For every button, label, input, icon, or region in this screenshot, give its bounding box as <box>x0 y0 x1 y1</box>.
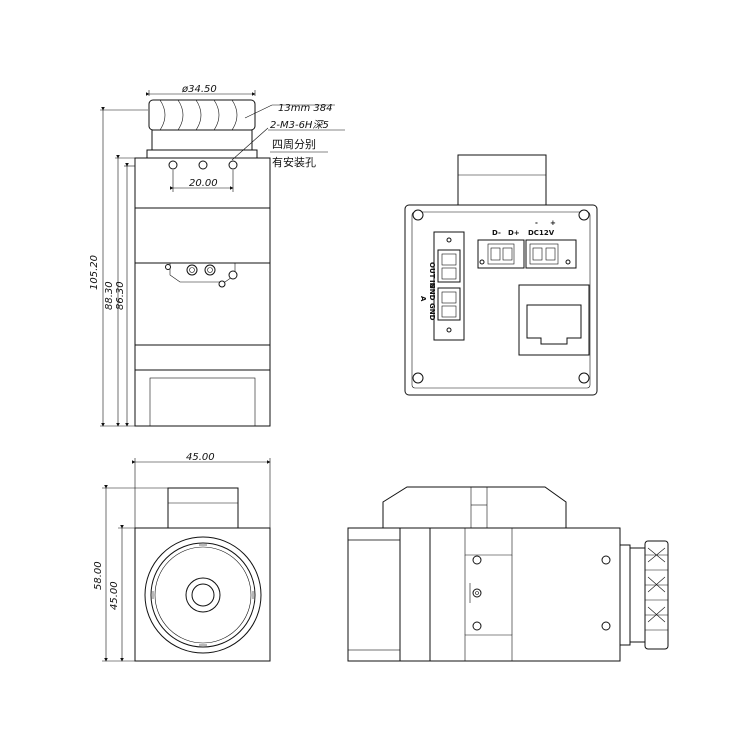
label-a: A <box>419 296 427 302</box>
mount-hole <box>228 160 238 170</box>
label-dc12v: DC12V <box>528 229 555 237</box>
mount-hole <box>168 160 178 170</box>
dim-lens-diameter: ø34.50 <box>181 84 217 95</box>
note-cn-line2: 有安装孔 <box>272 155 316 169</box>
io-connector <box>433 231 465 341</box>
dim-height-3: 86.30 <box>115 281 126 310</box>
side-top-tab <box>382 486 567 529</box>
side-view <box>347 486 669 662</box>
dim-hole-spacing: 20.00 <box>189 178 218 189</box>
note-mount-holes: 2-M3-6H深5 <box>270 119 329 131</box>
mount-hole <box>198 160 208 170</box>
lens-outer <box>150 542 256 648</box>
label-out: OUT <box>428 262 436 279</box>
label-gnd-2: GND <box>428 303 436 321</box>
front-body <box>134 527 271 662</box>
label-d-minus: D- <box>492 229 501 237</box>
side-lens-knurl <box>644 540 669 650</box>
label-gnd-1: GND <box>428 283 436 301</box>
side-lens-ring <box>629 547 646 643</box>
note-cn-line1: 四周分别 <box>272 138 316 151</box>
back-view: IN OUT GND A GND D- D+ - + DC12V <box>404 154 598 396</box>
usb-connector <box>477 239 525 269</box>
side-body <box>347 527 621 662</box>
label-in: IN <box>428 280 436 289</box>
dim-front-width: 45.00 <box>186 452 215 463</box>
note-thread: 13mm 384 <box>278 103 332 114</box>
dim-front-height-body: 45.00 <box>109 581 120 610</box>
back-top-tab <box>457 154 547 206</box>
lens-inner <box>185 577 221 613</box>
front-view: 45.00 58.00 45.00 <box>93 452 271 662</box>
camera-body-side <box>134 157 271 427</box>
dim-height-2: 88.30 <box>104 281 115 310</box>
front-top-tab <box>167 487 239 529</box>
top-view: ø34.50 13mm 384 2-M3-6H深5 四周分别 有安装孔 20.0… <box>89 84 345 427</box>
label-minus: - <box>535 219 538 227</box>
dim-front-height-total: 58.00 <box>93 561 104 590</box>
lens-base <box>151 129 253 151</box>
label-plus: + <box>550 219 556 227</box>
label-d-plus: D+ <box>508 229 520 237</box>
ethernet-port <box>518 284 590 356</box>
dim-total-height: 105.20 <box>89 255 100 290</box>
